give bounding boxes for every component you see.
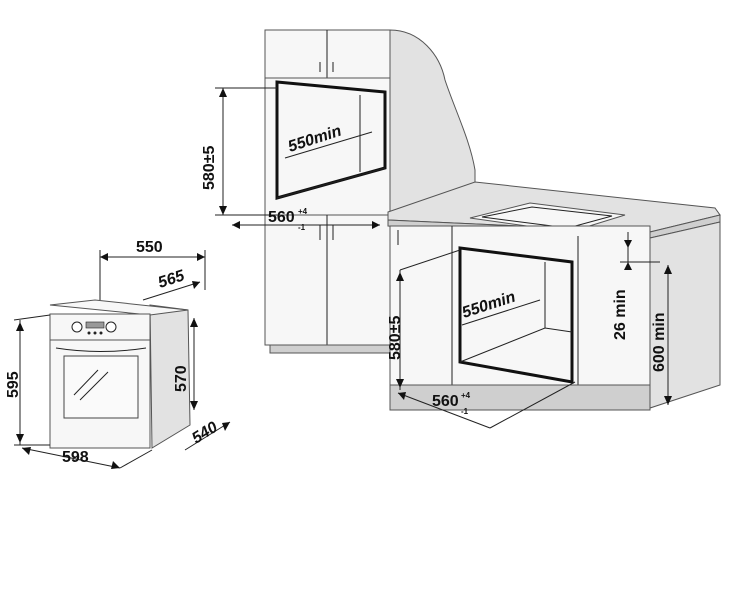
plinth: [269, 344, 391, 354]
wall-cabinet: [264, 29, 476, 354]
base-niche-height-label: 580±5: [387, 316, 404, 360]
wall-niche-frame: [264, 77, 391, 216]
wall-niche-width-tol-plus: +4: [298, 207, 308, 216]
wall-niche-width-tol-minus: -1: [298, 223, 306, 232]
display-icon: [85, 321, 105, 329]
top-gap-label: 26 min: [612, 289, 629, 340]
base-niche-opening: [458, 246, 574, 384]
base-niche-width-label: 560: [432, 393, 459, 410]
upper-cabinet-side: [389, 29, 476, 216]
oven-body-height-label: 570: [173, 365, 190, 392]
wall-niche-height-label: 580±5: [201, 146, 218, 190]
oven-body-depth-lower-label: 540: [189, 419, 221, 448]
oven: [49, 299, 191, 449]
right-knob-icon: [105, 321, 117, 333]
oven-window: [63, 355, 139, 419]
oven-body-depth-label: 550: [136, 239, 163, 256]
base-cabinet-front: [389, 225, 651, 407]
base-niche-width-tol-minus: -1: [461, 407, 469, 416]
wall-niche-dimensions: 580±5 550min 560 +4 -1: [201, 87, 380, 232]
counter-height-label: 600 min: [651, 312, 668, 372]
left-knob-icon: [71, 321, 83, 333]
oven-total-depth-label: 565: [156, 267, 188, 292]
wall-niche-width-label: 560: [268, 209, 295, 226]
oven-dimensions: 595 598 550 565 570 540: [5, 239, 231, 469]
oven-height-label: 595: [5, 371, 22, 398]
base-niche-width-tol-plus: +4: [461, 391, 471, 400]
base-plinth: [389, 384, 651, 411]
oven-top: [49, 299, 189, 316]
oven-width-label: 598: [62, 449, 89, 466]
base-cabinet: [387, 181, 721, 411]
